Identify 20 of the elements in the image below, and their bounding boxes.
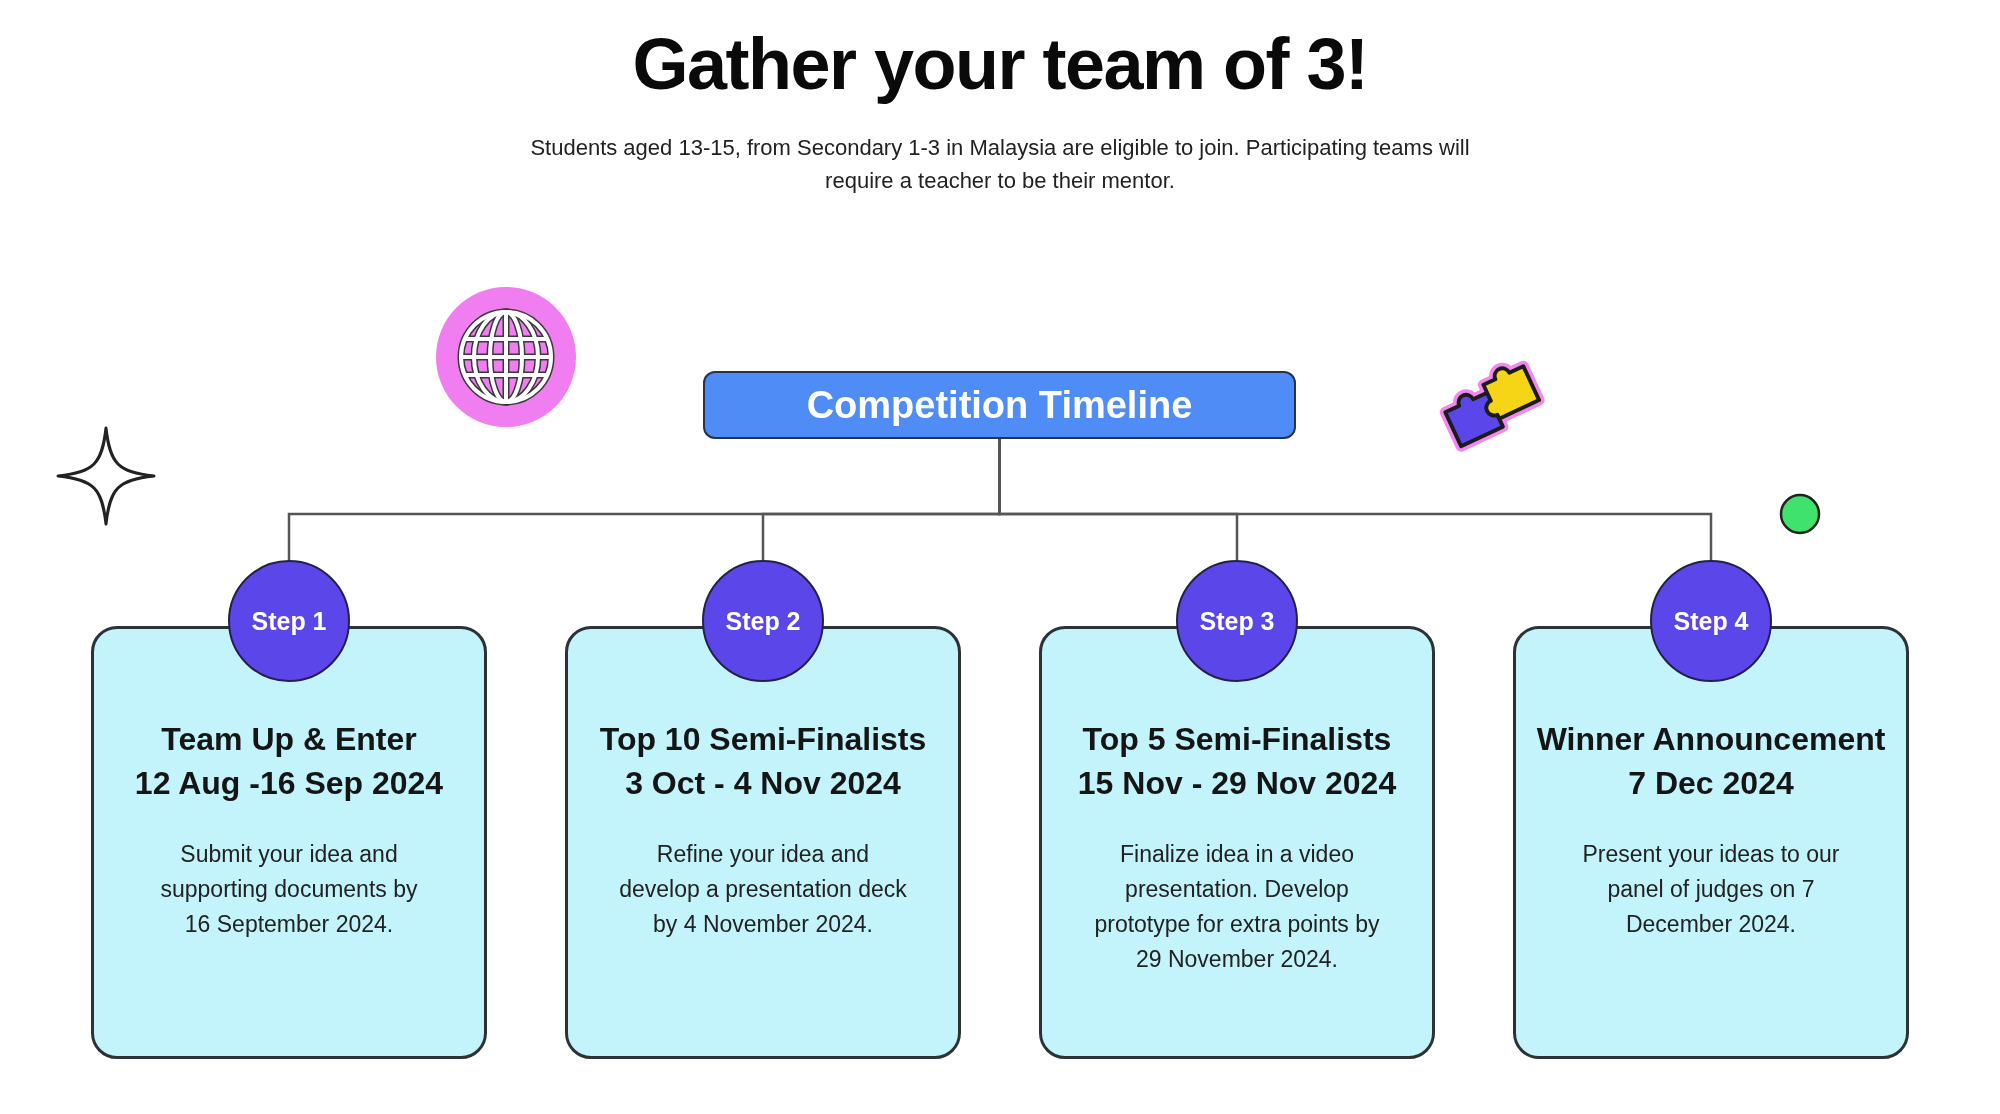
step-title: Winner Announcement <box>1536 720 1886 759</box>
step-dates: 15 Nov - 29 Nov 2024 <box>1077 764 1397 803</box>
step-label: Step 1 <box>251 606 327 636</box>
step-title: Top 10 Semi-Finalists <box>599 720 927 759</box>
step-description: Finalize idea in a video presentation. Develop prototype for extra points by 29 November 2024. <box>1093 840 1381 974</box>
step-description: Submit your idea and supporting documents by 16 September 2024. <box>159 840 419 939</box>
intro-paragraph: Students aged 13-15, from Secondary 1-3 in Malaysia are eligible to join. Participating teams will require a teacher to be their mentor. <box>529 134 1471 195</box>
step-description: Refine your idea and develop a presentation deck by 4 November 2024. <box>618 840 908 939</box>
header-banner <box>703 371 1296 439</box>
step-label: Step 2 <box>725 606 801 636</box>
step-dates: 3 Oct - 4 Nov 2024 <box>625 764 901 803</box>
header-title: Competition Timeline <box>806 383 1193 428</box>
step-label: Step 3 <box>1199 606 1275 636</box>
page-title: Gather your team of 3! <box>632 23 1368 106</box>
step-description: Present your ideas to our panel of judges on 7 December 2024. <box>1581 840 1841 939</box>
step-dates: 7 Dec 2024 <box>1628 764 1794 803</box>
step-dates: 12 Aug -16 Sep 2024 <box>134 764 444 803</box>
step-label: Step 4 <box>1673 606 1749 636</box>
step-title: Team Up & Enter <box>161 720 417 759</box>
step-title: Top 5 Semi-Finalists <box>1082 720 1392 759</box>
